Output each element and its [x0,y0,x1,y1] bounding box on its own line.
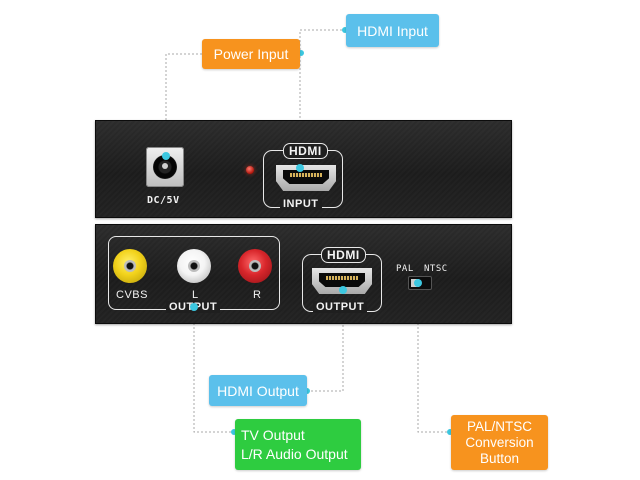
pal-ntsc-dot [414,279,422,287]
power-input-text: Power Input [213,46,289,62]
dc-jack-pin [162,163,168,169]
cvbs-label: CVBS [116,289,148,301]
leader-tv [193,307,235,433]
hdmi-input-callout-dot [342,27,348,33]
device-output-panel [95,224,512,324]
dc-label: DC/5V [147,195,180,206]
rca-white-left-jack [177,249,211,283]
hdmi-input-label: INPUT [280,198,322,210]
pal-ntsc-text-1: PAL/NTSC [466,418,532,434]
tv-output-dot [190,303,198,311]
power-led-icon [246,166,254,174]
ntsc-label: NTSC [424,264,448,274]
pal-ntsc-callout-dot [447,429,453,435]
hdmi-input-callout: HDMI Input [346,14,439,47]
tv-output-callout: TV Output L/R Audio Output [235,419,361,470]
hdmi-output-callout-dot [304,388,310,394]
hdmi-input-text: HDMI Input [357,22,428,39]
left-audio-label: L [192,289,199,301]
right-audio-label: R [253,289,262,301]
pal-ntsc-callout: PAL/NTSC Conversion Button [451,415,548,470]
tv-output-text-1: TV Output [241,426,305,443]
leader-pal [417,283,451,433]
hdmi-input-dot [296,164,304,172]
hdmi-output-callout: HDMI Output [209,375,307,406]
hdmi-output-tag: HDMI [321,247,366,263]
power-input-callout: Power Input [202,39,300,69]
hdmi-output-label: OUTPUT [313,301,368,313]
rca-red-right-jack [238,249,272,283]
rca-yellow-cvbs-jack [113,249,147,283]
hdmi-output-text: HDMI Output [217,382,299,399]
power-callout-dot [298,50,304,56]
leader-hdmi-out [307,290,344,392]
hdmi-input-tag: HDMI [283,143,328,159]
power-input-dot [162,152,170,160]
hdmi-output-dot [339,286,347,294]
hdmi-input-port [276,165,336,191]
pal-ntsc-text-2: Conversion [465,434,534,450]
tv-output-text-2: L/R Audio Output [241,445,348,462]
tv-output-callout-dot [231,429,237,435]
pal-label: PAL [396,264,414,274]
hdmi-output-port [312,268,372,294]
pal-ntsc-text-3: Button [479,450,520,466]
